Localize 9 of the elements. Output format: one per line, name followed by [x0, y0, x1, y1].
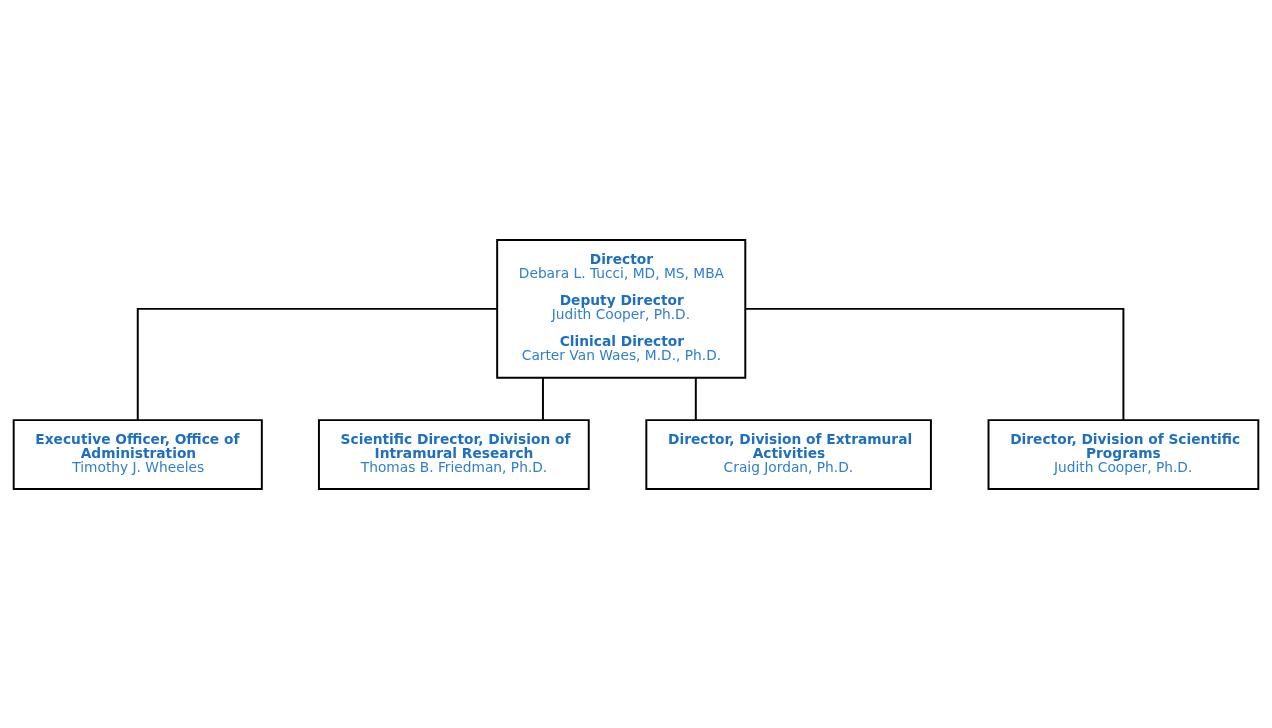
node-box: Scientific Director, Division of Intramural Research Thomas B. Friedman, Ph.D.	[317, 418, 590, 490]
connector	[136, 307, 498, 421]
node-box: Executive Officer, Office of Administration Timothy J. Wheeles	[12, 418, 263, 490]
connector	[744, 307, 1125, 421]
node-box: Director, Division of Extramural Activities Craig Jordan, Ph.D.	[645, 418, 932, 490]
connector	[694, 376, 697, 421]
node-box: Director, Division of Scientific Programs Judith Cooper, Ph.D.	[987, 418, 1260, 490]
node-box: Director Debara L. Tucci, MD, MS, MBA Deputy Director Judith Cooper, Ph.D. Clinical Director Carter Van Waes, M.D., Ph.D.	[496, 238, 747, 379]
connector	[541, 376, 544, 421]
